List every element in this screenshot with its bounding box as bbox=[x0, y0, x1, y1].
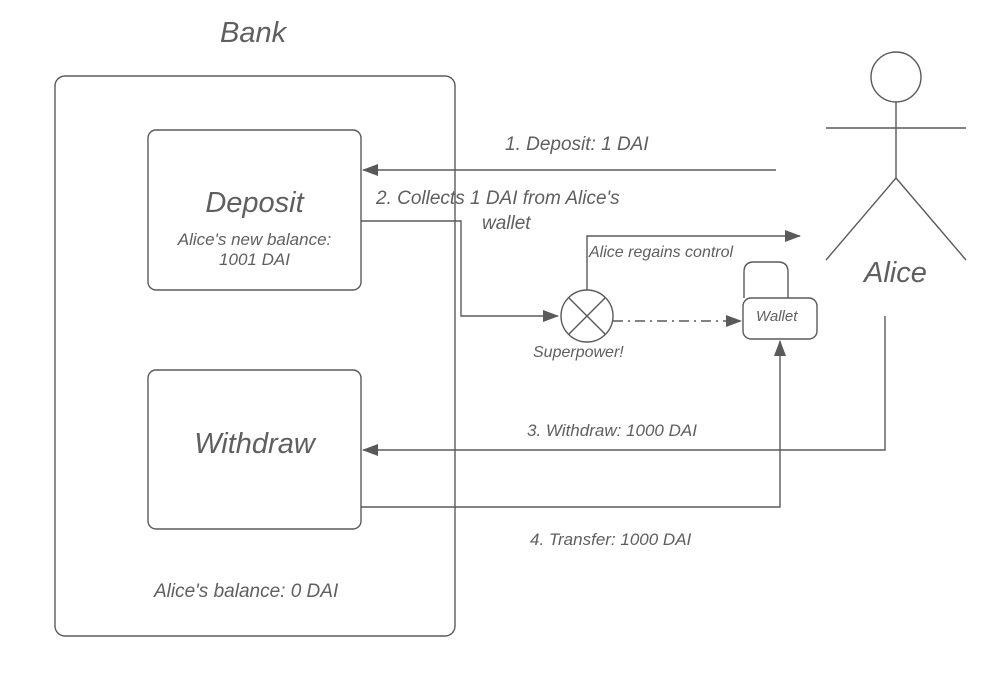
deposit-balance-line2: 1001 DAI bbox=[219, 250, 290, 269]
wallet-label: Wallet bbox=[756, 308, 798, 325]
deposit-box[interactable] bbox=[147, 129, 362, 291]
step3-label: 3. Withdraw: 1000 DAI bbox=[527, 421, 697, 440]
superpower-label: Superpower! bbox=[533, 344, 624, 361]
withdraw-box[interactable] bbox=[147, 369, 362, 530]
transfer-arrow bbox=[361, 340, 786, 508]
bank-title: Bank bbox=[220, 17, 287, 49]
bank-container bbox=[54, 75, 456, 637]
step4-label: 4. Transfer: 1000 DAI bbox=[530, 530, 692, 549]
regains-control-arrow bbox=[586, 230, 801, 290]
deposit-title: Deposit bbox=[205, 187, 304, 219]
withdraw-arrow bbox=[362, 316, 886, 456]
actor-name: Alice bbox=[864, 257, 927, 289]
collect-arrow bbox=[361, 220, 559, 322]
deposit-balance-line1: Alice's new balance: bbox=[177, 230, 332, 249]
step2-label-line2: wallet bbox=[482, 213, 531, 234]
superpower-x-circle-icon[interactable] bbox=[560, 289, 614, 343]
wallet-icon[interactable] bbox=[742, 261, 818, 340]
withdraw-title: Withdraw bbox=[194, 428, 315, 460]
stick-figure-icon bbox=[825, 51, 967, 261]
step1-label: 1. Deposit: 1 DAI bbox=[505, 134, 649, 155]
regains-control-label: Alice regains control bbox=[589, 243, 734, 263]
bank-balance-note: Alice's balance: 0 DAI bbox=[154, 581, 339, 602]
step2-label-line1: 2. Collects 1 DAI from Alice's bbox=[376, 188, 620, 209]
